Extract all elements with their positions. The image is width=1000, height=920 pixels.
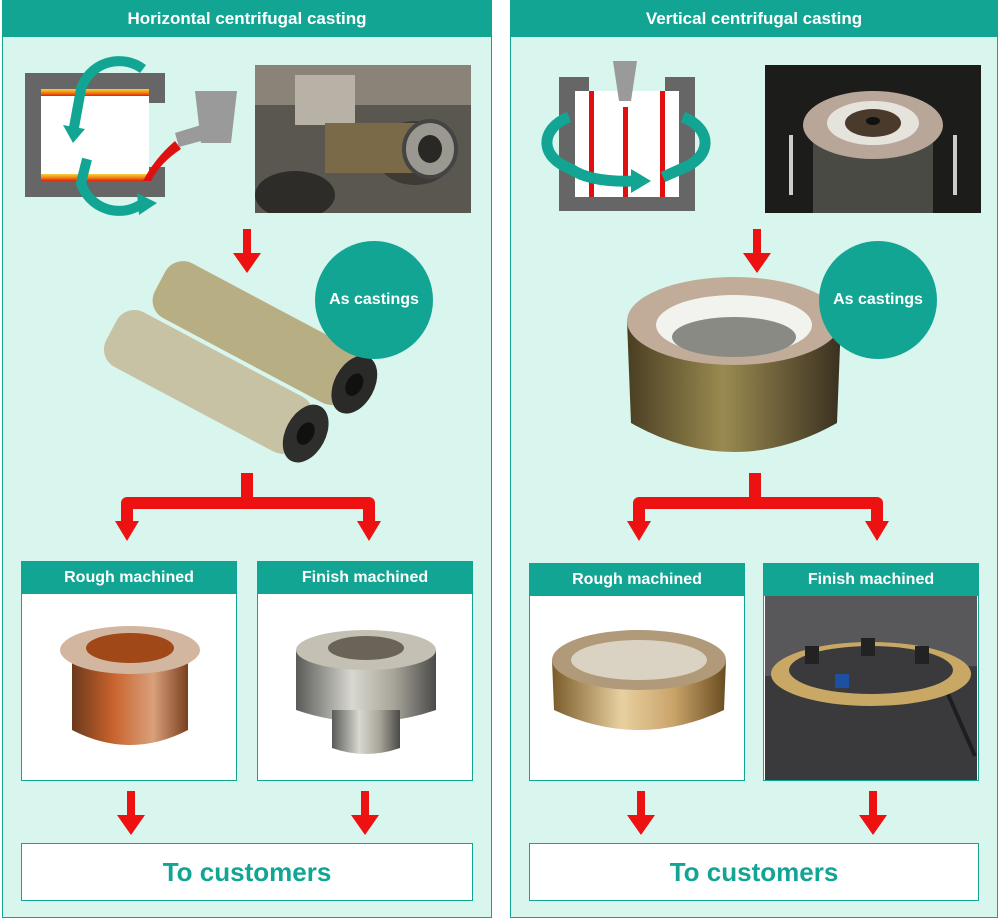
down-arrow-icon bbox=[859, 791, 887, 835]
rotation-arrow-icon bbox=[541, 111, 711, 193]
horizontal-machine-photo bbox=[255, 65, 471, 213]
panel-title: Vertical centrifugal casting bbox=[511, 1, 997, 37]
down-arrow-icon bbox=[233, 229, 261, 273]
rotation-arrow-icon bbox=[63, 56, 157, 216]
rough-machined-photo bbox=[552, 630, 726, 730]
horizontal-casting-schematic bbox=[25, 56, 237, 216]
as-castings-bubble: As castings bbox=[819, 241, 937, 359]
finish-machined-photo bbox=[765, 596, 977, 780]
rough-machined-photo bbox=[60, 626, 200, 745]
to-customers-box: To customers bbox=[529, 843, 979, 901]
vertical-panel: Vertical centrifugal casting bbox=[510, 0, 998, 918]
card-title: Rough machined bbox=[22, 562, 236, 594]
vertical-machine-photo bbox=[765, 65, 981, 213]
card-title: Finish machined bbox=[258, 562, 472, 594]
horizontal-panel: Horizontal centrifugal casting bbox=[2, 0, 492, 918]
card-title: Finish machined bbox=[764, 564, 978, 596]
horizontal-castings-photo bbox=[103, 261, 378, 463]
down-arrow-icon bbox=[117, 791, 145, 835]
vertical-casting-photo bbox=[627, 277, 841, 452]
vertical-casting-schematic bbox=[541, 61, 711, 211]
down-arrow-icon bbox=[627, 791, 655, 835]
finish-machined-card: Finish machined bbox=[257, 561, 473, 781]
rough-machined-card: Rough machined bbox=[21, 561, 237, 781]
finish-machined-photo bbox=[296, 630, 436, 754]
to-customers-box: To customers bbox=[21, 843, 473, 901]
down-arrow-icon bbox=[351, 791, 379, 835]
finish-machined-card: Finish machined bbox=[763, 563, 979, 781]
split-arrow-icon bbox=[115, 473, 381, 541]
rough-machined-card: Rough machined bbox=[529, 563, 745, 781]
split-arrow-icon bbox=[627, 473, 889, 541]
ladle-icon bbox=[175, 91, 237, 147]
as-castings-bubble: As castings bbox=[315, 241, 433, 359]
card-title: Rough machined bbox=[530, 564, 744, 596]
down-arrow-icon bbox=[743, 229, 771, 273]
ladle-icon bbox=[613, 61, 637, 101]
panel-title: Horizontal centrifugal casting bbox=[3, 1, 491, 37]
